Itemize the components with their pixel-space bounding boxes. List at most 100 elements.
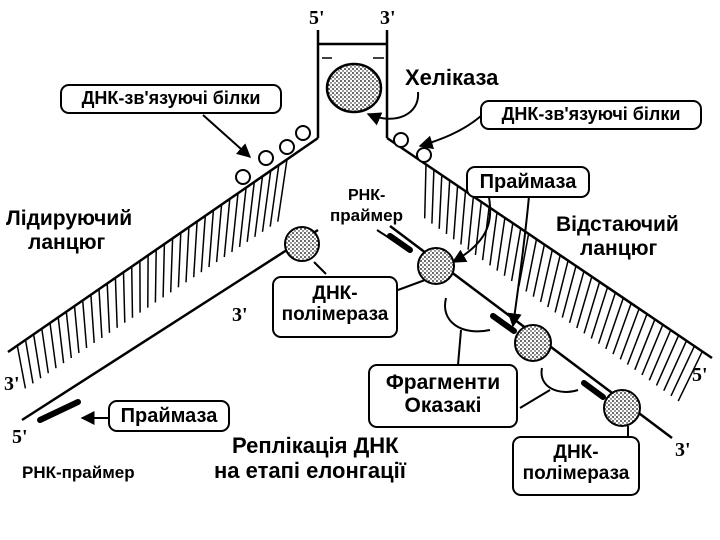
base-pair-rung bbox=[185, 227, 190, 283]
end-label-top-right-3prime: 3' bbox=[380, 7, 396, 29]
base-pair-rung bbox=[90, 294, 95, 343]
rna-primer-bottom-label: РНК-праймер bbox=[22, 463, 135, 482]
caption-line2: на етапі елонгації bbox=[214, 458, 406, 483]
rna-primer-top-label-line2: праймер bbox=[330, 206, 403, 225]
base-pair-rung bbox=[277, 159, 288, 222]
primase-on-lagging bbox=[417, 247, 455, 285]
dna-polymerase-left-label-line1: ДНК- bbox=[312, 283, 358, 304]
helicase-blob bbox=[325, 62, 383, 114]
leading-strand-arm bbox=[7, 136, 319, 422]
leading-strand-label-line1: Лідируючий bbox=[6, 207, 133, 230]
okazaki-fragments-label-box: Фрагменти Оказакі bbox=[368, 364, 518, 428]
ssb-left-label: ДНК-зв'язуючі білки bbox=[81, 88, 261, 108]
end-label-left-bottom-3prime: 3' bbox=[4, 373, 20, 395]
rna-primers bbox=[37, 233, 606, 423]
base-pair-rung bbox=[670, 345, 696, 397]
base-pair-rung bbox=[114, 277, 118, 328]
base-pair-rung bbox=[634, 319, 656, 371]
end-label-right-3prime: 3' bbox=[675, 439, 691, 461]
lagging-strand-enzymes bbox=[417, 247, 641, 427]
base-pair-rung bbox=[460, 191, 467, 245]
end-label-primer-5prime: 5' bbox=[12, 426, 28, 448]
base-pair-rung bbox=[24, 339, 34, 384]
base-pair-rung bbox=[254, 176, 264, 237]
leading-strand-label-line2: ланцюг bbox=[28, 231, 106, 254]
base-pair-rung bbox=[655, 335, 680, 386]
base-pair-rung bbox=[49, 322, 57, 369]
primase-top-label: Праймаза bbox=[479, 171, 577, 193]
base-pair-rung bbox=[215, 204, 223, 263]
base-pair-rung bbox=[467, 196, 475, 250]
primase-bottom-label: Праймаза bbox=[120, 405, 218, 427]
base-pair-rung bbox=[431, 169, 435, 224]
base-pair-rung bbox=[612, 303, 632, 355]
okazaki-fragments-label-line2: Оказакі bbox=[404, 394, 482, 418]
base-pair-rung bbox=[532, 244, 546, 297]
ssb-proteins-left bbox=[235, 125, 311, 185]
base-pair-rung bbox=[547, 255, 561, 308]
end-label-right-5prime: 5' bbox=[692, 364, 708, 386]
base-pair-rung bbox=[32, 334, 42, 379]
end-label-top-left-5prime: 5' bbox=[309, 7, 325, 29]
helicase-label: Хеліказа bbox=[405, 65, 499, 90]
primase-bottom-label-box: Праймаза bbox=[108, 400, 230, 432]
ssb-left-label-box: ДНК-зв'язуючі білки bbox=[60, 84, 282, 114]
base-pair-rung bbox=[677, 351, 703, 402]
dna-polymerase-leading bbox=[284, 226, 320, 262]
dna-polymerase-left-label-box: ДНК- полімераза bbox=[272, 276, 398, 338]
primase-top-label-box: Праймаза bbox=[466, 166, 590, 198]
dna-polymerase-lagging-1 bbox=[514, 324, 552, 362]
base-pair-rung bbox=[663, 340, 688, 392]
base-pair-rung bbox=[438, 175, 443, 229]
base-pair-rung bbox=[423, 164, 427, 219]
pointer-arrows bbox=[80, 91, 629, 447]
base-pair-rung bbox=[154, 249, 157, 303]
base-pair-rung bbox=[510, 228, 522, 282]
rna-primer-top-label-line1: РНК- bbox=[348, 187, 386, 204]
base-pair-rung bbox=[65, 311, 73, 359]
lagging-strand-base-pairs bbox=[423, 164, 703, 402]
base-pair-rung bbox=[590, 287, 609, 339]
base-pair-rung bbox=[648, 329, 672, 381]
base-pair-rung bbox=[561, 265, 577, 318]
base-pair-rung bbox=[208, 210, 215, 268]
base-pair-rung bbox=[626, 313, 648, 365]
dna-polymerase-lagging-2 bbox=[603, 389, 641, 427]
base-pair-rung bbox=[554, 260, 569, 313]
dna-polymerase-left-label-line2: полімераза bbox=[281, 303, 389, 325]
base-pair-rung bbox=[41, 328, 50, 374]
base-pair-rung bbox=[261, 170, 272, 232]
end-label-left-mid-3prime: 3' bbox=[232, 304, 248, 326]
base-pair-rung bbox=[231, 193, 239, 253]
dna-polymerase-right-label-box: ДНК- полімераза bbox=[512, 436, 640, 496]
base-pair-rung bbox=[130, 266, 134, 318]
lagging-strand-label-line1: Відстаючий bbox=[556, 213, 679, 236]
base-pair-rung bbox=[192, 221, 198, 278]
base-pair-rung bbox=[122, 272, 126, 323]
dna-polymerase-right-label-line1: ДНК- bbox=[553, 442, 599, 463]
base-pair-rung bbox=[597, 292, 617, 344]
base-pair-rung bbox=[269, 164, 280, 227]
ssb-proteins-right bbox=[393, 132, 432, 163]
base-pair-rung bbox=[525, 239, 538, 292]
base-pair-rung bbox=[223, 198, 231, 258]
base-pair-rung bbox=[16, 345, 27, 389]
leading-strand-base-pairs bbox=[16, 159, 288, 389]
base-pair-rung bbox=[496, 217, 506, 271]
base-pair-rung bbox=[98, 289, 103, 338]
base-pair-rung bbox=[246, 181, 256, 242]
base-pair-rung bbox=[452, 185, 459, 240]
base-pair-rung bbox=[539, 249, 554, 303]
base-pair-rung bbox=[200, 215, 207, 273]
caption-line1: Реплікація ДНК bbox=[232, 433, 399, 458]
okazaki-fragment-brackets bbox=[444, 297, 579, 393]
base-pair-rung bbox=[73, 306, 80, 354]
base-pair-rung bbox=[641, 324, 664, 376]
base-pair-rung bbox=[57, 317, 65, 364]
base-pair-rung bbox=[583, 281, 601, 334]
base-pair-rung bbox=[81, 300, 88, 349]
base-pair-rung bbox=[177, 232, 182, 288]
base-pair-rung bbox=[106, 283, 111, 333]
